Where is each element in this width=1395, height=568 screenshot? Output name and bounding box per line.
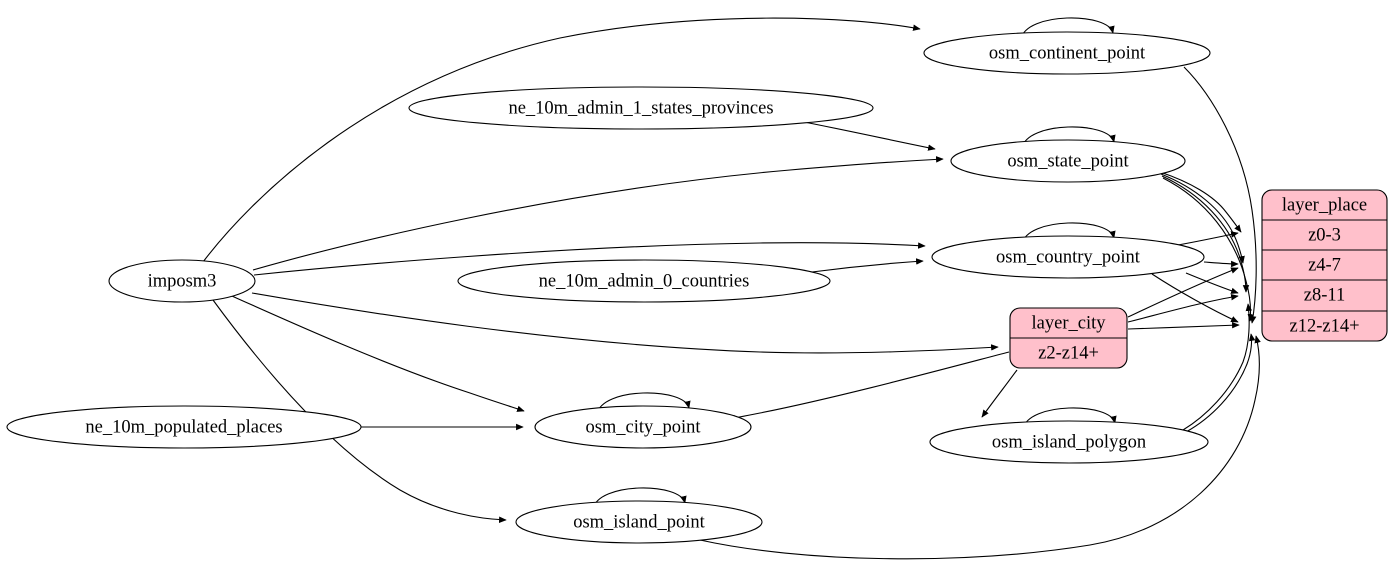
edge-self-loop-osm_continent_point [1020, 17, 1115, 40]
edge-imposm3-to-layer_city [251, 292, 999, 354]
edge-ne_countries-to-osm_country_point [811, 258, 924, 273]
edge-osm_state_point-to-layer_place-z8-11 [1161, 175, 1250, 293]
edge-osm_continent_point-to-layer_place-z12 [1183, 66, 1257, 324]
edge-self-loop-osm_island_polygon [1022, 407, 1117, 430]
edges-layer [202, 17, 1261, 560]
node-osm_island_point[interactable]: osm_island_point [515, 500, 763, 544]
edge-ne_states-to-osm_state_point [803, 121, 936, 151]
edge-osm_country_point-to-layer_place-z4-7 [1203, 260, 1239, 268]
edge-layer_city-to-layer_place-z8-11 [1127, 293, 1239, 323]
node-osm_country_point[interactable]: osm_country_point [931, 235, 1205, 279]
node-osm_island_polygon[interactable]: osm_island_polygon [929, 420, 1209, 464]
node-ne_10m_populated_places[interactable]: ne_10m_populated_places [6, 405, 362, 449]
edge-self-loop-osm_island_point [592, 487, 687, 510]
node-ne_10m_admin_0_countries[interactable]: ne_10m_admin_0_countries [457, 259, 831, 303]
node-osm_city_point[interactable]: osm_city_point [534, 405, 752, 449]
edge-self-loop-osm_country_point [1021, 222, 1116, 245]
edge-layer_city-to-osm_island_polygon [981, 369, 1018, 418]
edge-imposm3-to-osm_country_point [253, 242, 926, 276]
node-osm_continent_point[interactable]: osm_continent_point [923, 31, 1211, 75]
node-layer_city[interactable]: layer_city z2-z14+ [1009, 307, 1128, 369]
edge-osm_state_point-to-layer_place-z0-3 [1159, 171, 1242, 233]
edge-imposm3-to-osm_city_point [231, 295, 525, 412]
edge-osm_country_point-to-layer_place-z0-3 [1177, 231, 1239, 246]
edge-layer_city-to-layer_place-z12 [1127, 321, 1240, 330]
edge-osm_island_point-to-layer_place-z12 [699, 335, 1261, 560]
edge-osm_island_polygon-to-layer_place-z8-11 [1182, 303, 1253, 431]
edge-imposm3-to-osm_state_point [252, 156, 944, 271]
edge-imposm3-to-osm_continent_point [202, 17, 921, 263]
edge-osm_country_point-to-layer_place-z12 [1151, 273, 1239, 323]
node-imposm3[interactable]: imposm3 [108, 259, 256, 303]
edge-self-loop-osm_city_point [596, 392, 691, 415]
nodes-layer: imposm3 ne_10m_admin_1_states_provinces … [6, 31, 1388, 544]
edge-osm_island_polygon-to-layer_place-z12 [1185, 333, 1256, 433]
node-layer_place[interactable]: layer_place z0-3 z4-7 z8-11 z12-z14+ [1261, 189, 1388, 342]
edge-layer_city-to-osm_city_point [727, 351, 1010, 422]
node-ne_10m_admin_1_states_provinces[interactable]: ne_10m_admin_1_states_provinces [408, 86, 874, 130]
edge-layer_city-to-layer_place-z4-7 [1127, 267, 1239, 318]
node-osm_state_point[interactable]: osm_state_point [950, 139, 1186, 183]
edge-osm_country_point-to-layer_place-z8-11 [1185, 272, 1239, 294]
edge-self-loop-osm_state_point [1021, 126, 1116, 149]
edge-imposm3-to-osm_island_point [212, 299, 507, 523]
